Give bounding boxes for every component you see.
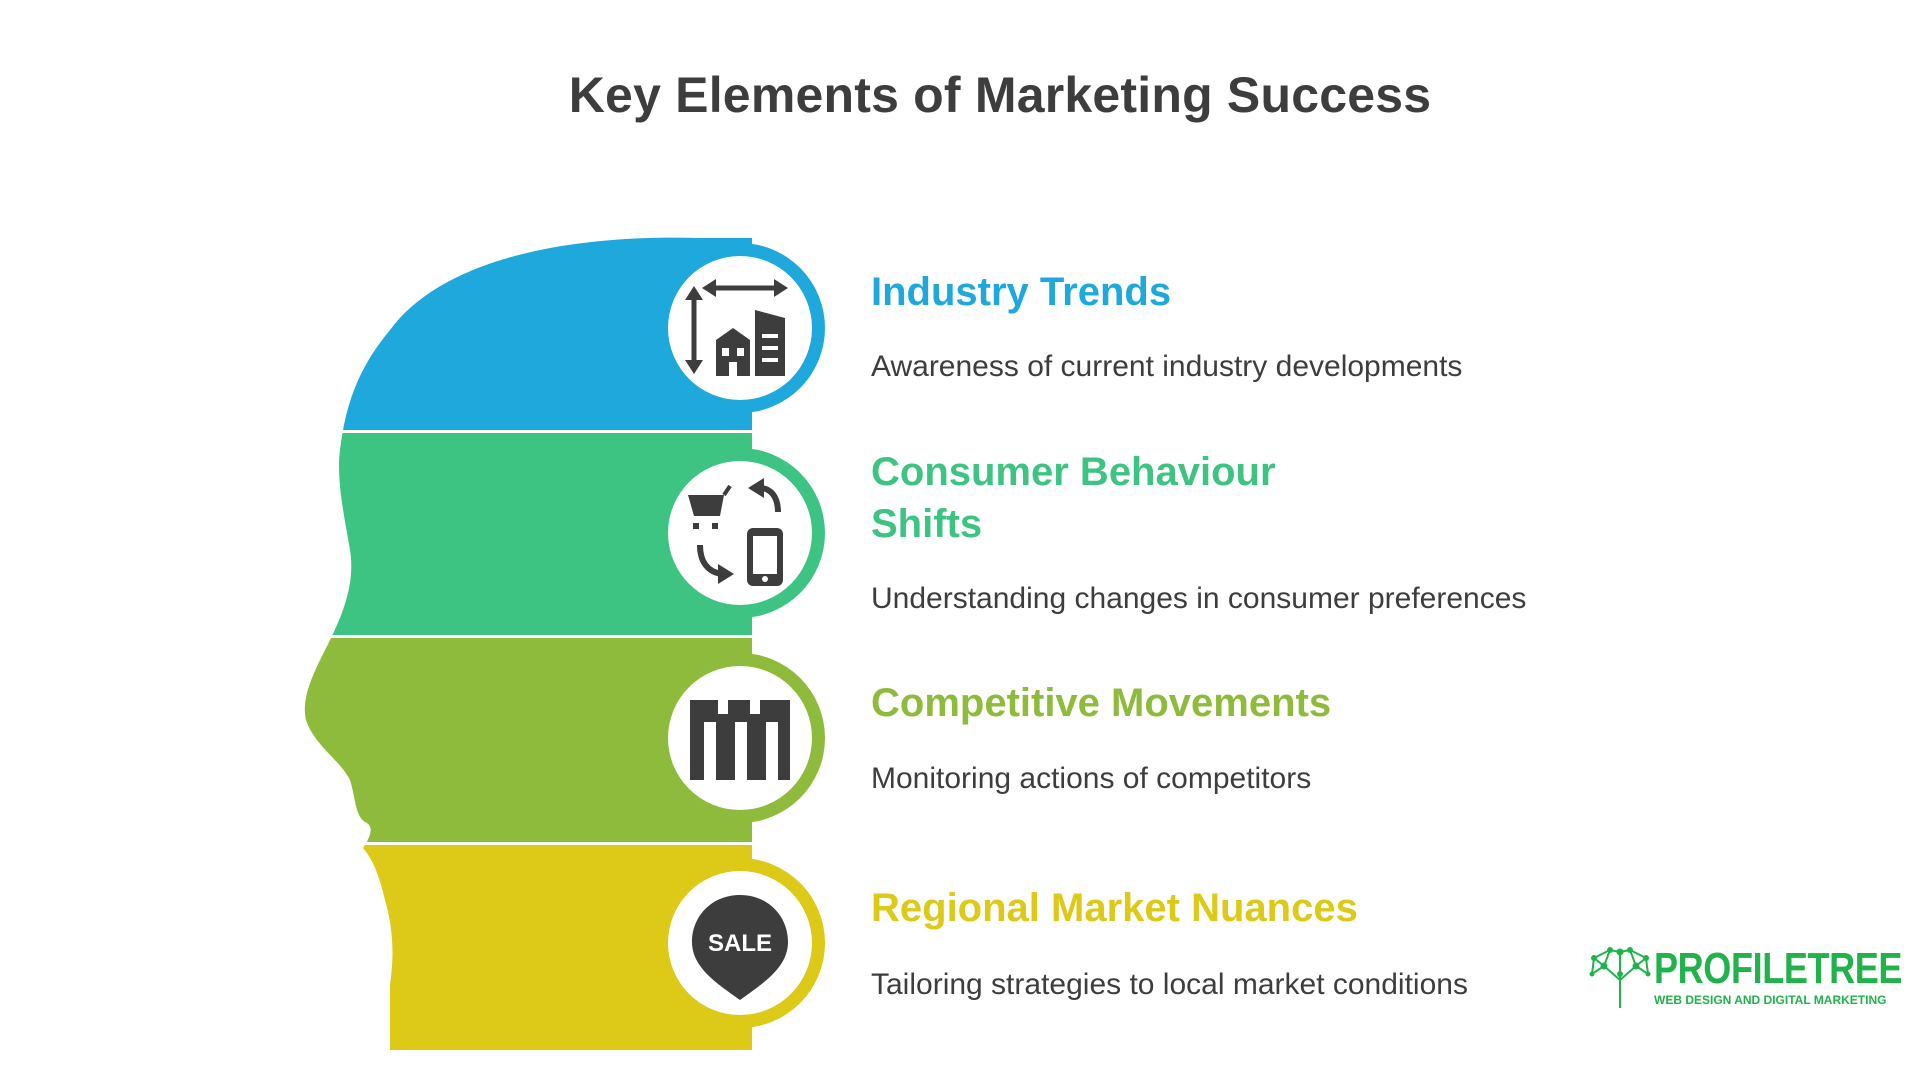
item-desc-regional-market: Tailoring strategies to local market con… xyxy=(871,968,1468,1001)
page-title: Key Elements of Marketing Success xyxy=(568,67,1432,123)
band-competitive-movements xyxy=(304,638,752,842)
item-title-consumer-behaviour: Consumer Behaviour Shifts xyxy=(871,450,1276,546)
sale-text: SALE xyxy=(708,930,772,957)
item-desc-industry-trends: Awareness of current industry developmen… xyxy=(871,350,1463,383)
item-title-industry-trends: Industry Trends xyxy=(871,270,1172,314)
competitor-buildings-icon xyxy=(690,700,790,780)
item-title-regional-market: Regional Market Nuances xyxy=(871,886,1358,930)
item-desc-competitive-movements: Monitoring actions of competitors xyxy=(871,762,1312,795)
logo-name: PROFILETREE xyxy=(1654,944,1903,993)
cart-phone-exchange-icon xyxy=(688,478,783,586)
profiletree-logo: PROFILETREE WEB DESIGN AND DIGITAL MARKE… xyxy=(1588,940,1902,1010)
band-industry-trends xyxy=(304,237,752,430)
building-measure-icon xyxy=(685,279,788,376)
sale-pin-icon: SALE xyxy=(692,895,788,1000)
item-desc-consumer-behaviour: Understanding changes in consumer prefer… xyxy=(871,582,1527,615)
logo-tagline: WEB DESIGN AND DIGITAL MARKETING xyxy=(1654,993,1887,1007)
item-title-competitive-movements: Competitive Movements xyxy=(871,681,1332,725)
tree-network-icon xyxy=(1589,947,1651,1008)
band-consumer-behaviour xyxy=(304,433,752,635)
band-regional-market xyxy=(304,845,752,1050)
